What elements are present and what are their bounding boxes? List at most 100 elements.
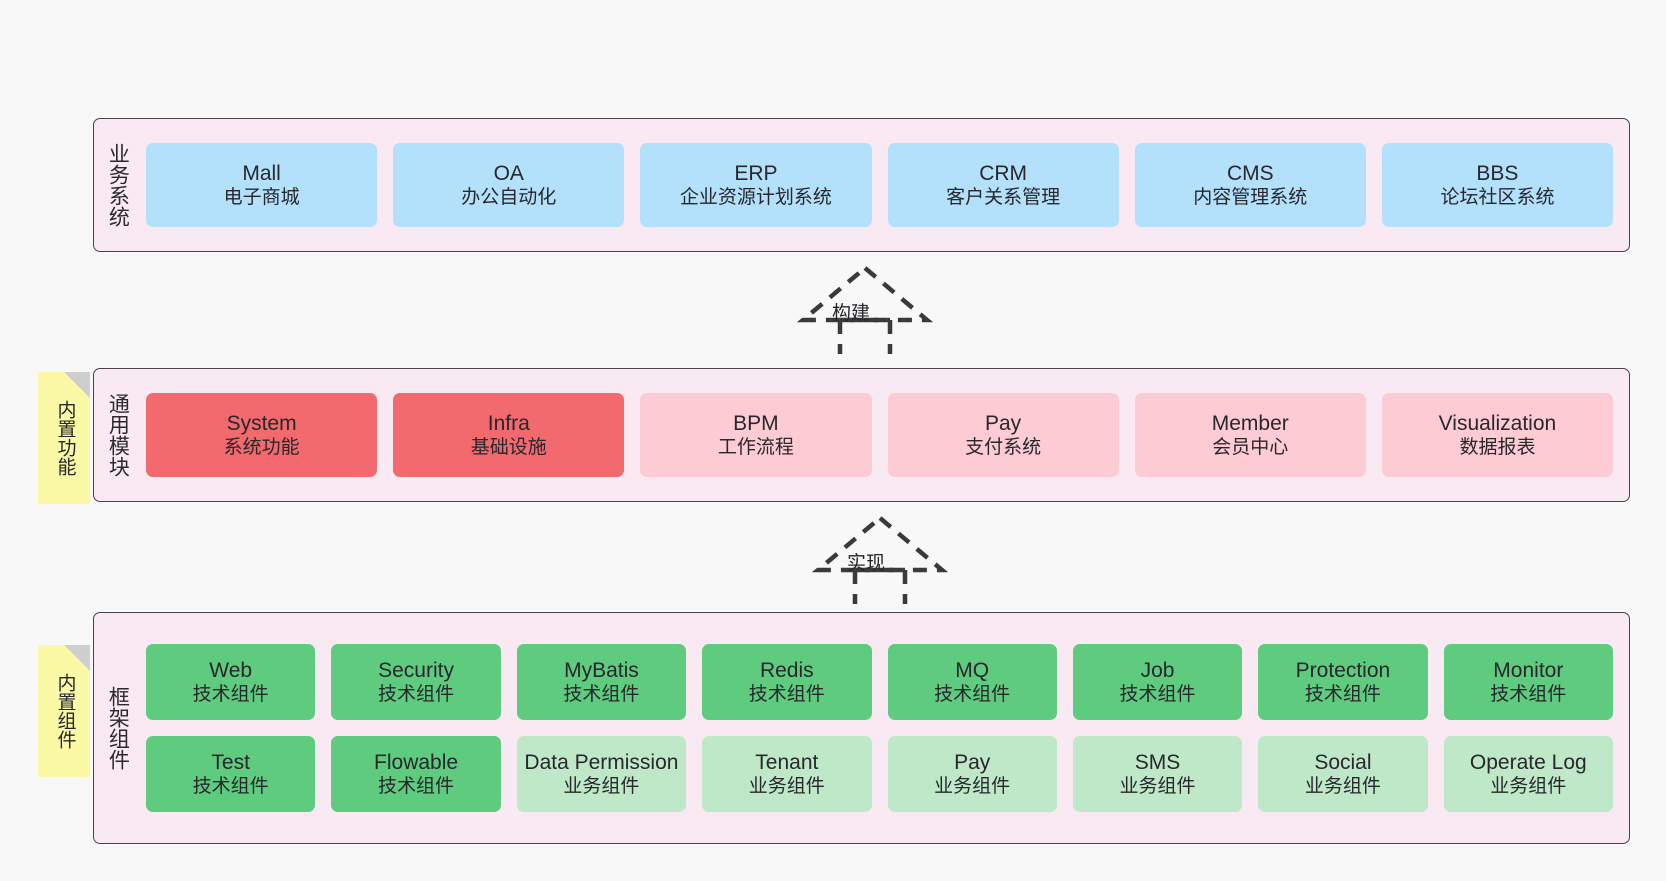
- layer-framework-components: 框架组件 Web 技术组件 Security 技术组件 MyBatis 技术组件…: [93, 612, 1630, 844]
- card-title-cn: 业务组件: [934, 776, 1011, 798]
- card-row: Test 技术组件 Flowable 技术组件 Data Permission …: [146, 736, 1613, 812]
- card-title-cn: 技术组件: [1304, 684, 1381, 706]
- card-erp[interactable]: ERP 企业资源计划系统: [640, 143, 872, 227]
- card-system[interactable]: System 系统功能: [146, 393, 378, 477]
- card-title-cn: 技术组件: [934, 684, 1011, 706]
- card-title-en: Job: [1140, 658, 1175, 682]
- card-mybatis[interactable]: MyBatis 技术组件: [516, 644, 687, 720]
- card-row: Web 技术组件 Security 技术组件 MyBatis 技术组件 Redi…: [146, 644, 1613, 720]
- card-title-cn: 业务组件: [563, 776, 640, 798]
- card-title-en: Infra: [487, 411, 530, 435]
- card-title-en: System: [226, 411, 297, 435]
- card-title-en: CMS: [1226, 161, 1274, 185]
- card-mall[interactable]: Mall 电子商城: [146, 143, 378, 227]
- card-flowable[interactable]: Flowable 技术组件: [331, 736, 501, 812]
- card-title-cn: 技术组件: [1119, 684, 1196, 706]
- layer-title-framework-components: 框架组件: [106, 686, 130, 770]
- card-title-en: CRM: [979, 161, 1028, 185]
- card-title-cn: 支付系统: [965, 437, 1042, 459]
- card-title-en: Flowable: [374, 750, 459, 774]
- card-infra[interactable]: Infra 基础设施: [393, 393, 625, 477]
- card-monitor[interactable]: Monitor 技术组件: [1443, 644, 1613, 720]
- card-title-en: BPM: [733, 411, 779, 435]
- card-title-en: ERP: [734, 161, 778, 185]
- card-title-cn: 业务组件: [1490, 776, 1567, 798]
- card-sms[interactable]: SMS 业务组件: [1072, 736, 1243, 812]
- card-title-en: Web: [209, 658, 253, 682]
- card-crm[interactable]: CRM 客户关系管理: [887, 143, 1119, 227]
- card-bpm[interactable]: BPM 工作流程: [640, 393, 872, 477]
- note-fold-corner-icon: [64, 372, 90, 398]
- dashed-hollow-arrow-up-icon: [811, 515, 949, 604]
- card-security[interactable]: Security 技术组件: [331, 644, 501, 720]
- card-web[interactable]: Web 技术组件: [146, 644, 316, 720]
- card-title-en: Pay: [954, 750, 991, 774]
- card-title-en: Protection: [1295, 658, 1391, 682]
- card-title-en: Mall: [242, 161, 281, 185]
- card-visualization[interactable]: Visualization 数据报表: [1381, 393, 1614, 477]
- card-title-cn: 工作流程: [717, 437, 794, 459]
- card-cms[interactable]: CMS 内容管理系统: [1134, 143, 1366, 227]
- card-title-en: Security: [378, 658, 454, 682]
- layer-business-systems: 业务系统 Mall 电子商城 OA 办公自动化 ERP 企业资源计划系统 CRM…: [93, 118, 1630, 252]
- card-tenant[interactable]: Tenant 业务组件: [702, 736, 872, 812]
- card-protection[interactable]: Protection 技术组件: [1258, 644, 1428, 720]
- layer-body-framework-components: Web 技术组件 Security 技术组件 MyBatis 技术组件 Redi…: [140, 613, 1629, 843]
- card-title-en: Data Permission: [524, 750, 679, 774]
- card-title-en: Tenant: [755, 750, 819, 774]
- layer-common-modules: 通用模块 System 系统功能 Infra 基础设施 BPM 工作流程 Pay…: [93, 368, 1630, 502]
- connector-build: 构建: [790, 262, 940, 354]
- card-oa[interactable]: OA 办公自动化: [393, 143, 625, 227]
- note-builtin-components: 内置组件: [38, 645, 90, 777]
- card-title-cn: 业务组件: [1304, 776, 1381, 798]
- card-title-en: MyBatis: [564, 658, 639, 682]
- card-title-cn: 基础设施: [470, 437, 547, 459]
- card-bbs[interactable]: BBS 论坛社区系统: [1381, 143, 1614, 227]
- card-title-en: MQ: [955, 658, 990, 682]
- card-test[interactable]: Test 技术组件: [146, 736, 316, 812]
- card-title-cn: 电子商城: [223, 187, 300, 209]
- card-title-cn: 企业资源计划系统: [679, 187, 832, 209]
- note-fold-corner-icon: [64, 645, 90, 671]
- note-label: 内置功能: [54, 400, 76, 476]
- card-data-permission[interactable]: Data Permission 业务组件: [516, 736, 687, 812]
- card-title-cn: 系统功能: [223, 437, 300, 459]
- layer-body-common-modules: System 系统功能 Infra 基础设施 BPM 工作流程 Pay 支付系统…: [140, 369, 1629, 501]
- card-social[interactable]: Social 业务组件: [1258, 736, 1428, 812]
- card-title-cn: 内容管理系统: [1193, 187, 1308, 209]
- card-title-en: Social: [1314, 750, 1372, 774]
- card-operate-log[interactable]: Operate Log 业务组件: [1443, 736, 1613, 812]
- card-title-en: Visualization: [1438, 411, 1557, 435]
- card-title-en: Test: [211, 750, 250, 774]
- card-title-en: Operate Log: [1469, 750, 1587, 774]
- card-title-en: Pay: [985, 411, 1022, 435]
- card-title-cn: 技术组件: [748, 684, 825, 706]
- card-job[interactable]: Job 技术组件: [1072, 644, 1243, 720]
- card-pay-component[interactable]: Pay 业务组件: [887, 736, 1057, 812]
- layer-title-business-systems: 业务系统: [106, 143, 130, 227]
- card-title-en: Redis: [759, 658, 814, 682]
- dashed-hollow-arrow-up-icon: [796, 265, 934, 354]
- card-title-en: Member: [1211, 411, 1289, 435]
- card-row: System 系统功能 Infra 基础设施 BPM 工作流程 Pay 支付系统…: [146, 393, 1614, 477]
- note-label: 内置组件: [54, 673, 76, 749]
- card-title-en: OA: [493, 161, 524, 185]
- connector-implement: 实现: [805, 512, 955, 604]
- card-title-cn: 数据报表: [1459, 437, 1536, 459]
- card-title-cn: 技术组件: [378, 684, 455, 706]
- card-redis[interactable]: Redis 技术组件: [702, 644, 872, 720]
- card-title-cn: 技术组件: [563, 684, 640, 706]
- card-title-cn: 办公自动化: [461, 187, 557, 209]
- card-title-cn: 技术组件: [192, 776, 269, 798]
- card-mq[interactable]: MQ 技术组件: [887, 644, 1057, 720]
- card-title-cn: 会员中心: [1212, 437, 1289, 459]
- card-title-en: BBS: [1476, 161, 1519, 185]
- card-title-cn: 业务组件: [748, 776, 825, 798]
- card-title-en: SMS: [1134, 750, 1181, 774]
- card-title-cn: 客户关系管理: [946, 187, 1061, 209]
- card-title-en: Monitor: [1493, 658, 1564, 682]
- layer-body-business-systems: Mall 电子商城 OA 办公自动化 ERP 企业资源计划系统 CRM 客户关系…: [140, 119, 1629, 251]
- card-pay-module[interactable]: Pay 支付系统: [887, 393, 1119, 477]
- card-member[interactable]: Member 会员中心: [1134, 393, 1366, 477]
